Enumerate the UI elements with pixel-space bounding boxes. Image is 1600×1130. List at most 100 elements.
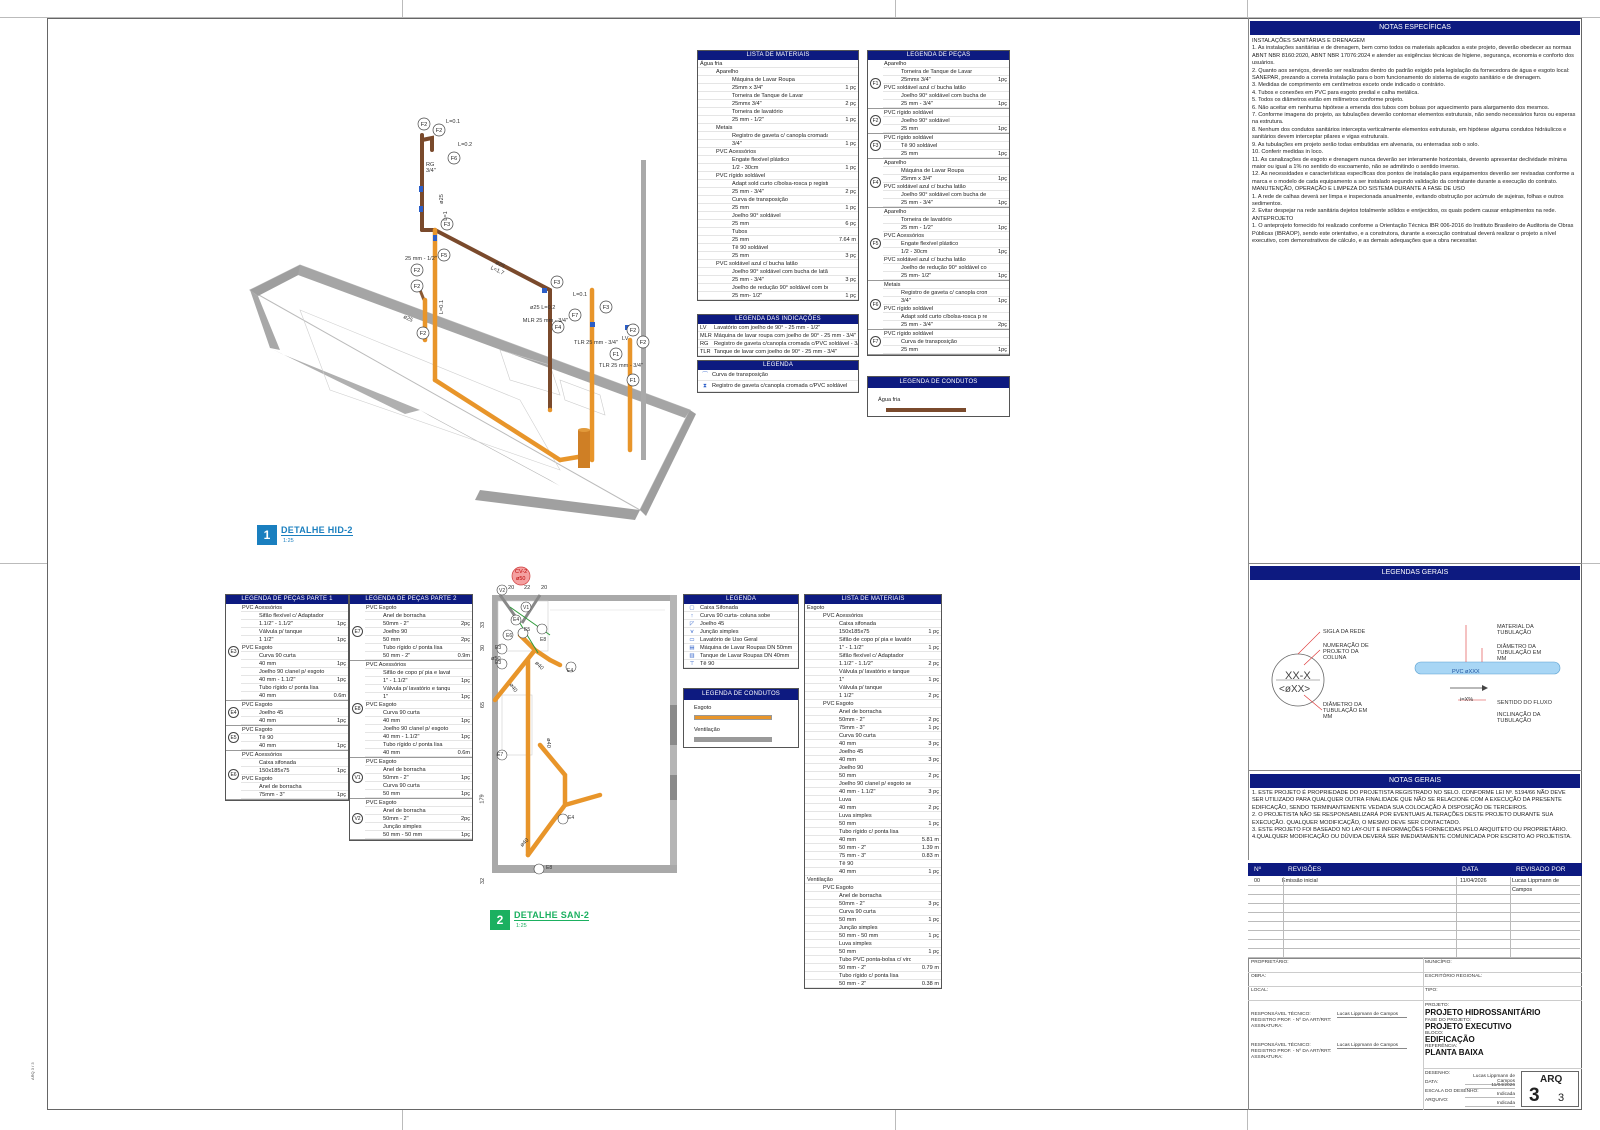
legend-label: INCLINAÇÃO DA TUBULAÇÃO (1497, 712, 1541, 724)
row-label: 75 mm - 3" (839, 853, 867, 859)
row-label: 1.1/2" - 1.1/2" (839, 661, 873, 667)
part-code-badge: E7 (352, 626, 363, 637)
table-row: 1"1pç (365, 693, 472, 701)
row-quantity (450, 823, 472, 830)
legend-row: ↑Curva 90 curta- coluna sobe (684, 612, 798, 620)
row-label: Tubo rígido c/ ponta lisa (839, 973, 899, 979)
row-label: Joelho 90 (839, 765, 864, 771)
row-label: Tê 90 soldável (732, 245, 769, 251)
table-row: Anel de borracha (365, 766, 472, 774)
row-label: 1/2 - 30cm (901, 249, 928, 255)
table-row: Máquina de Lavar Roupa (698, 76, 858, 84)
table-row: Torneira de Tanque de Lavar (883, 68, 1009, 76)
row-quantity: 1pç (336, 677, 346, 683)
legend-symbol-icon: ⊤ (689, 661, 695, 667)
table-row: 50mm - 2"2pç (365, 815, 472, 823)
table-row: Anel de borracha (805, 892, 941, 900)
row-label: 25 mm (732, 253, 750, 259)
row-quantity (987, 338, 1009, 345)
row-quantity (326, 668, 348, 675)
row-label: Curva 90 curta (383, 710, 420, 716)
row-quantity: 2pç (460, 637, 470, 643)
row-label: Joelho 90 c/anel p/ esgoto secundário (383, 726, 450, 732)
row-quantity (828, 228, 858, 235)
table-row: Junção simples (365, 823, 472, 831)
row-label: 40 mm (839, 805, 857, 811)
row-label: Anel de borracha (259, 784, 302, 790)
table-row: Anel de borracha (365, 612, 472, 620)
note-line: MANUTENÇÃO, OPERAÇÃO E LIMPEZA DO SISTEM… (1252, 186, 1465, 193)
row-label: Tê 90 soldável (901, 143, 938, 149)
row-label: 25 mm - 1/2" (901, 225, 933, 231)
detail-scale: 1:25 (516, 923, 527, 929)
note-line: 7. Conforme imagens do projeto, as tubul… (1252, 112, 1576, 126)
title-block (1248, 958, 1582, 1110)
row-quantity (326, 628, 348, 635)
row-quantity: 3 pç (845, 277, 856, 283)
row-quantity: 1pç (460, 791, 470, 797)
table-header: LEGENDA DE CONDUTOS (868, 377, 1009, 388)
row-quantity (450, 685, 472, 692)
row-label: Curva de transposição (732, 197, 788, 203)
legend-table-2: LEGENDA ▢Caixa Sifonada↑Curva 90 curta- … (683, 594, 799, 669)
table-row: 25 mm - 3/4"1pç (883, 100, 1009, 108)
row-label: Água fria (700, 61, 723, 67)
row-quantity: 2 pç (928, 717, 939, 723)
row-label: Sifão de copo p/ pia e lavatório (383, 670, 450, 676)
side-stamp: ARQ 3 / 3 (30, 1062, 35, 1080)
row-label: 25 mm - 1/2" (732, 117, 764, 123)
row-quantity: 1.39 m (921, 845, 939, 851)
row-quantity: 1pç (336, 661, 346, 667)
row-quantity (987, 256, 1009, 263)
row-label: 25 mm (732, 237, 750, 243)
legend-symbol-icon: ▥ (689, 653, 695, 659)
legend-row: ▥Tanque de Lavar Roupas DN 40mm (684, 652, 798, 660)
table-row: Água fria (698, 60, 858, 68)
part-code-badge: F4 (870, 177, 881, 188)
note-line: 4.QUALQUER MODIFICAÇÃO OU DÚVIDA DEVERÁ … (1252, 834, 1572, 841)
row-label: 25mm x 3/4" (732, 85, 764, 91)
table-row: 75mm - 3"1pç (241, 791, 348, 799)
row-label: 1" - 1.1/2" (839, 645, 864, 651)
row-label: Joelho 90° soldável com bucha de latão (901, 192, 987, 198)
table-row: Caixa sifonada (805, 620, 941, 628)
row-quantity: 1 pç (845, 205, 856, 211)
row-label: 40 mm (839, 837, 857, 843)
table-row: 50mm - 2"1pç (365, 774, 472, 782)
row-label: Metais (884, 282, 901, 288)
table-row: Caixa sifonada (241, 759, 348, 767)
row-quantity: 1pç (997, 151, 1007, 157)
row-label: 75mm - 3" (839, 725, 865, 731)
row-quantity (326, 783, 348, 790)
row-quantity (828, 156, 858, 163)
row-quantity: 3 pç (928, 757, 939, 763)
row-quantity (326, 701, 348, 708)
row-label: PVC Acessórios (716, 149, 757, 155)
row-quantity (911, 892, 941, 899)
row-label: 25 mm- 1/2" (732, 293, 763, 299)
table-row: Adapt sold curto c/bolsa-rosca p registr… (883, 313, 1009, 321)
row-quantity: 1pç (997, 347, 1007, 353)
general-notes: 1. ESTE PROJETO É PROPRIEDADE DO PROJETI… (1252, 790, 1578, 842)
table-row: Junção simples (805, 924, 941, 932)
row-quantity (326, 775, 348, 782)
row-label: 1" (839, 677, 845, 683)
row-label: Joelho 90° soldável (732, 213, 781, 219)
row-quantity (326, 734, 348, 741)
table-row: Válvula p/ lavatório e tanque (805, 668, 941, 676)
row-quantity: 1pç (460, 734, 470, 740)
indication-code: MLR (700, 333, 712, 339)
row-label: 25 mm (732, 205, 750, 211)
note-line: 11. As canalizações de esgoto e drenagem… (1252, 156, 1567, 170)
row-quantity: 1 pç (928, 645, 939, 651)
legend-row: Ventilação (694, 727, 720, 733)
note-line: 3. Medidas de comprimento em centímetros… (1252, 82, 1446, 89)
